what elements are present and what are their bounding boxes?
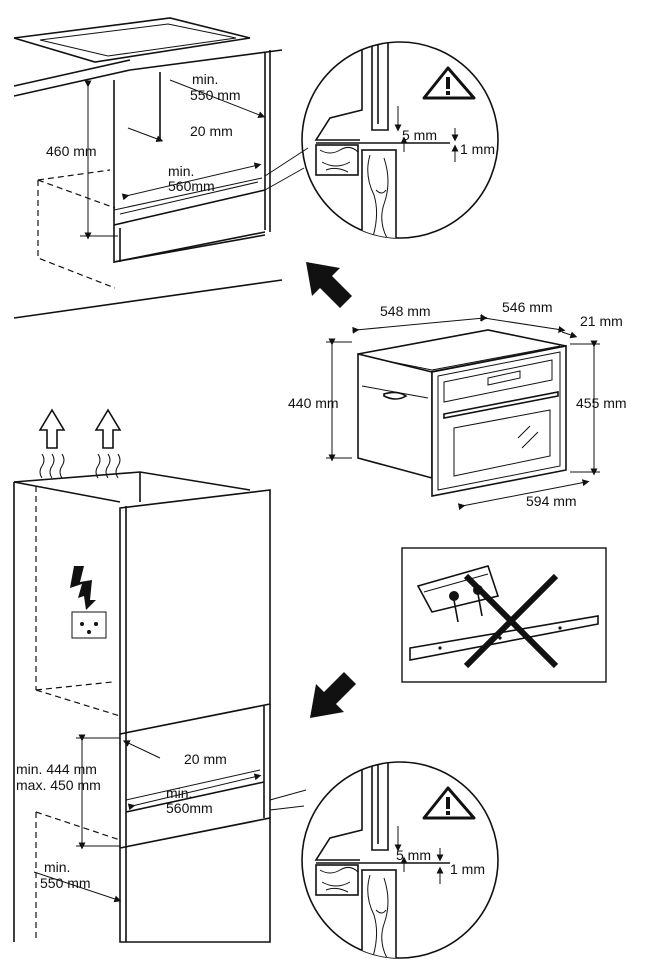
label-oven-depth: 546 mm [502, 299, 553, 315]
label-oven-height-front: 455 mm [576, 395, 627, 411]
lightning-icon [70, 566, 96, 610]
label-oven-width: 548 mm [380, 303, 431, 319]
label-gap-5-bottom: 5 mm [396, 847, 431, 863]
cross-icon [463, 573, 559, 669]
arrow-up-left-icon [306, 262, 352, 308]
oven-drawing [326, 314, 600, 511]
label-height-460: 460 mm [46, 143, 97, 159]
label-depth-min-top-b: 550 mm [190, 87, 241, 103]
bottom-detail-circle [269, 761, 499, 959]
forbidden-screw-box [401, 547, 607, 683]
label-depth-min-bottom-b: 550 mm [40, 875, 91, 891]
label-oven-height-body: 440 mm [288, 395, 339, 411]
label-width-min-top-b: 560mm [168, 178, 215, 194]
label-gap-20-top: 20 mm [190, 123, 233, 139]
tall-cabinet-installation [13, 408, 271, 943]
label-height-min-444: min. 444 mm [16, 761, 97, 777]
label-gap-5-top: 5 mm [402, 127, 437, 143]
label-depth-min-top-a: min. [192, 71, 218, 87]
heat-up-arrow-icon-1 [38, 408, 66, 479]
label-gap-20-bottom: 20 mm [184, 751, 227, 767]
label-height-max-450: max. 450 mm [16, 777, 101, 793]
label-gap-1-bottom: 1 mm [450, 861, 485, 877]
label-width-min-top-a: min. [168, 163, 194, 179]
label-gap-1-top: 1 mm [460, 141, 495, 157]
label-oven-front: 21 mm [580, 313, 623, 329]
warning-triangle-icon [422, 786, 476, 820]
warning-triangle-icon [422, 66, 476, 100]
top-detail-circle [264, 41, 499, 239]
label-depth-min-bottom-a: min. [44, 859, 70, 875]
arrow-down-left-icon [310, 672, 356, 718]
label-width-min-bottom-a: min. [166, 785, 192, 801]
label-oven-front-width: 594 mm [526, 493, 577, 509]
heat-up-arrow-icon-2 [94, 408, 122, 479]
label-width-min-bottom-b: 560mm [166, 800, 213, 816]
top-cabinet-installation [13, 17, 283, 319]
